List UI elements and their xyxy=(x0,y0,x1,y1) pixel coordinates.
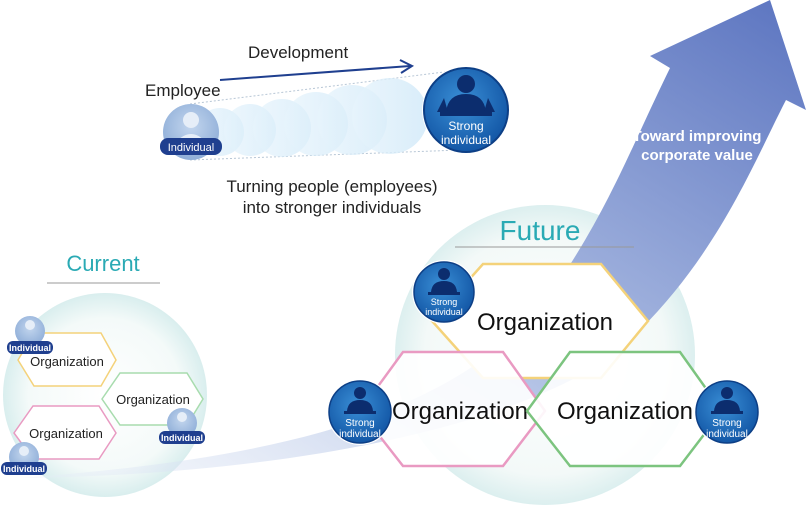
arrow-label-line2: corporate value xyxy=(641,147,753,164)
speaker-icon xyxy=(344,387,376,414)
future-strong-1-line1: Strong xyxy=(431,297,458,307)
future-strong-2-line1: Strong xyxy=(345,418,374,429)
speaker-icon xyxy=(428,268,460,295)
growth-arrow xyxy=(20,0,806,478)
future-strong-3-line2: individual xyxy=(706,429,748,440)
development-arrow xyxy=(219,65,411,81)
caption-line2: into stronger individuals xyxy=(243,198,422,217)
strong-individual-big: Strong individual xyxy=(422,66,510,154)
future-strong-3-line1: Strong xyxy=(712,418,741,429)
future-org-label-right: Organization xyxy=(557,398,693,425)
development-label: Development xyxy=(248,43,348,62)
guide-line-bottom xyxy=(189,149,461,161)
current-individual-label-3: Individual xyxy=(3,464,45,474)
bubble-trail xyxy=(196,78,428,157)
employee-individual-label: Individual xyxy=(168,142,214,154)
person-icon xyxy=(25,320,35,330)
future-strong-individual-1: Strong individual xyxy=(412,260,476,324)
current-individual-label-2: Individual xyxy=(161,433,203,443)
person-icon xyxy=(19,446,29,456)
employee-label: Employee xyxy=(145,81,221,100)
current-org-label-1: Organization xyxy=(30,354,104,369)
employee-individual-icon: Individual xyxy=(160,104,222,160)
development-arrow-head xyxy=(399,59,415,74)
future-org-label-left: Organization xyxy=(392,398,528,425)
future-strong-individual-2: Strong individual xyxy=(327,379,393,445)
current-individual-1: Individual xyxy=(7,316,53,354)
strong-label-line1: Strong xyxy=(448,119,483,133)
current-individual-label-1: Individual xyxy=(9,343,51,353)
current-org-3: Organization xyxy=(13,405,117,460)
future-org-top: Organization xyxy=(430,262,650,380)
future-strong-individual-3: Strong individual xyxy=(694,379,760,445)
current-title: Current xyxy=(66,251,139,276)
current-org-label-2: Organization xyxy=(116,392,190,407)
future-org-right: Organization xyxy=(525,350,724,468)
current-org-label-3: Organization xyxy=(29,426,103,441)
future-org-label-top: Organization xyxy=(477,309,613,336)
guide-line-top xyxy=(189,69,461,105)
current-individual-2: Individual xyxy=(159,408,205,444)
strong-label-line2: individual xyxy=(441,133,491,147)
person-icon xyxy=(183,112,199,128)
future-title: Future xyxy=(500,215,581,246)
speaker-icon xyxy=(711,387,743,414)
future-strong-1-line2: individual xyxy=(425,307,463,317)
person-icon xyxy=(177,412,187,422)
future-strong-2-line2: individual xyxy=(339,429,381,440)
arrow-label-line1: Toward improving xyxy=(633,128,762,145)
current-individual-3: Individual xyxy=(1,442,47,475)
caption-line1: Turning people (employees) xyxy=(226,177,437,196)
speaker-icon xyxy=(437,75,495,116)
